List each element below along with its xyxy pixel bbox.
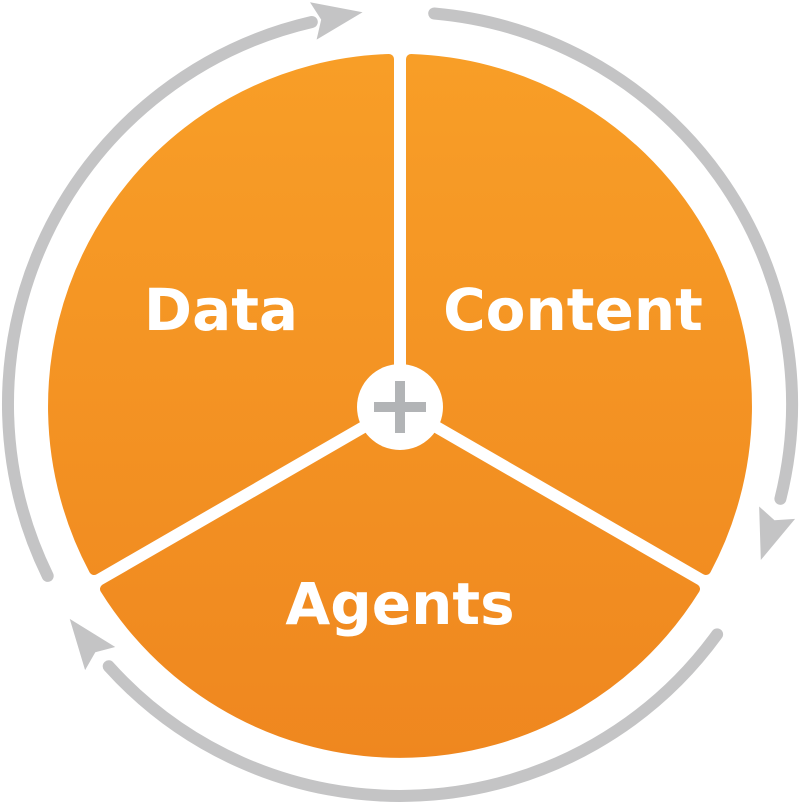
segment-label-data: Data: [144, 276, 298, 344]
arrowhead-bottom-icon: [69, 618, 116, 671]
segment-label-agents: Agents: [285, 570, 514, 638]
arrowhead-right-icon: [759, 506, 796, 560]
cycle-arrow-right-arc: [428, 7, 799, 505]
segment-label-content: Content: [443, 276, 703, 344]
cycle-arrow-bottom-arc: [102, 628, 724, 802]
arrowhead-top-icon: [310, 2, 363, 40]
plus-icon: [374, 381, 426, 433]
segment-agents: [100, 419, 700, 758]
segment-content: [406, 54, 752, 575]
segment-labels: Data Content Agents: [144, 276, 703, 638]
pie-segments: [48, 54, 752, 758]
segment-data: [48, 54, 394, 575]
cycle-arrow-top-arc: [1, 16, 318, 582]
